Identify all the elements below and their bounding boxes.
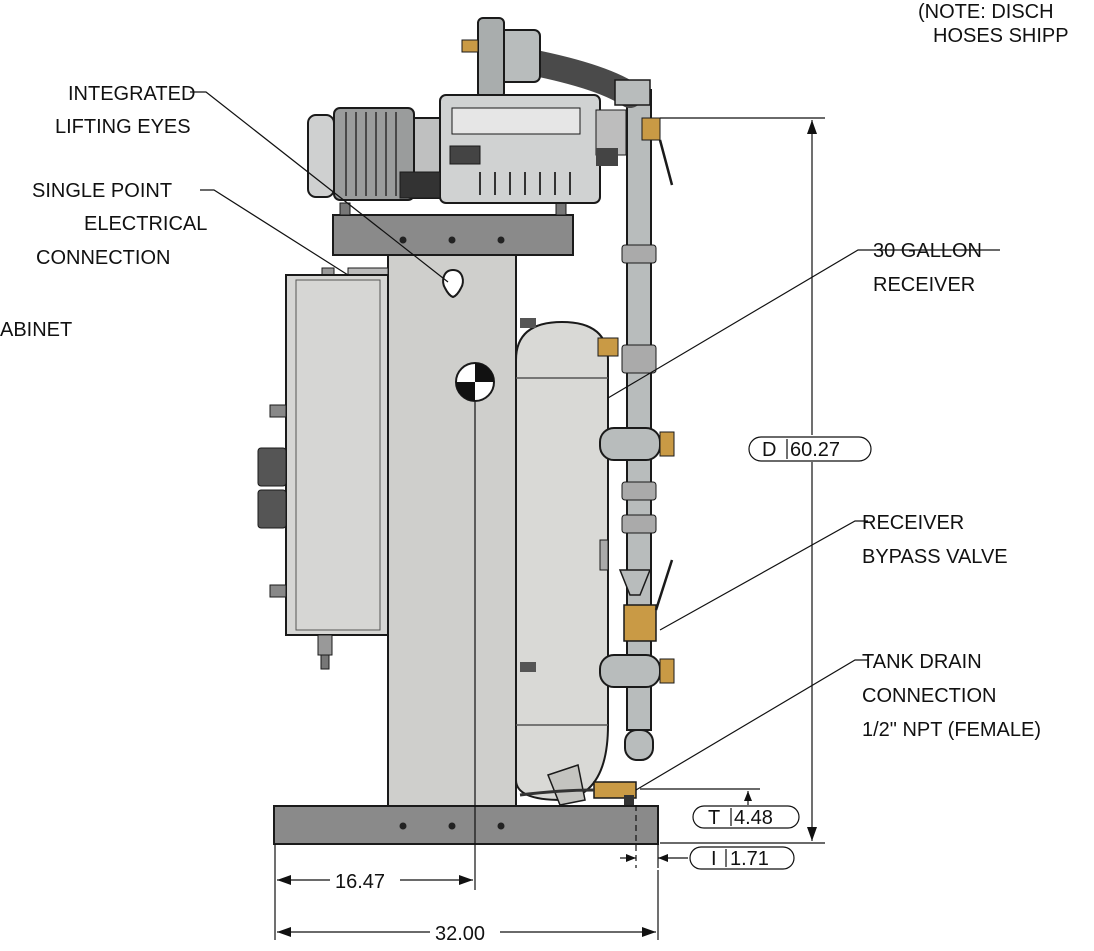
lifting-eye-icon [442, 268, 464, 299]
electric-motor [307, 107, 441, 201]
dimension-cg-x: 16.47 [274, 402, 476, 940]
tank-drain-line-3: 1/2" NPT (FEMALE) [862, 719, 1041, 741]
drain-offset-prefix: I [711, 848, 717, 870]
drain-height-prefix: T [708, 807, 720, 829]
dimension-drain-height: T 4.48 [640, 788, 800, 829]
lifting-eyes-line-1: INTEGRATED [68, 83, 195, 105]
top-plate [332, 202, 574, 256]
receiver-line-1: 30 GALLON [873, 240, 982, 262]
tank-drain-line-2: CONNECTION [862, 685, 996, 707]
drain-valve [519, 781, 637, 805]
electrical-cabinet [257, 267, 389, 670]
callout-electrical: SINGLE POINT ELECTRICAL CONNECTION [32, 180, 207, 269]
callout-receiver: 30 GALLON RECEIVER [873, 240, 982, 296]
drain-height-value: 4.48 [734, 807, 773, 829]
width-value: 32.00 [435, 923, 485, 945]
cabinet-line-1: ABINET [0, 319, 72, 341]
note-line-1: (NOTE: DISCH [918, 1, 1054, 23]
cg-x-value: 16.47 [335, 871, 385, 893]
callout-tank-drain: TANK DRAIN CONNECTION 1/2" NPT (FEMALE) [862, 651, 1041, 741]
receiver-tank [515, 318, 609, 806]
callout-cabinet: ABINET [0, 319, 72, 341]
dimension-height: D 60.27 [660, 117, 872, 844]
dimension-drain-offset: I 1.71 [620, 805, 795, 870]
tank-drain-line-1: TANK DRAIN [862, 651, 982, 673]
receiver-line-2: RECEIVER [873, 274, 975, 296]
height-value: 60.27 [790, 439, 840, 461]
note-line-2: HOSES SHIPP [933, 25, 1069, 47]
electrical-line-3: CONNECTION [36, 247, 170, 269]
callout-lifting-eyes: INTEGRATED LIFTING EYES [55, 83, 195, 138]
drain-offset-value: 1.71 [730, 848, 769, 870]
dimension-width: 32.00 [277, 870, 659, 945]
bypass-line-2: BYPASS VALVE [862, 546, 1008, 568]
callout-bypass-valve: RECEIVER BYPASS VALVE [862, 512, 1008, 568]
height-prefix: D [762, 439, 776, 461]
hose-assembly [461, 17, 651, 108]
discharge-note: (NOTE: DISCH HOSES SHIPP [918, 1, 1069, 47]
electrical-line-1: SINGLE POINT [32, 180, 172, 202]
base-frame [273, 805, 659, 845]
support-column [387, 254, 517, 807]
vacuum-pump [439, 94, 627, 204]
bypass-valve [623, 604, 657, 642]
electrical-line-2: ELECTRICAL [84, 213, 207, 235]
lifting-eyes-line-2: LIFTING EYES [55, 116, 191, 138]
piping [597, 89, 675, 761]
center-of-gravity-icon [455, 362, 495, 402]
bypass-line-1: RECEIVER [862, 512, 964, 534]
callout-leaders [190, 91, 1000, 791]
